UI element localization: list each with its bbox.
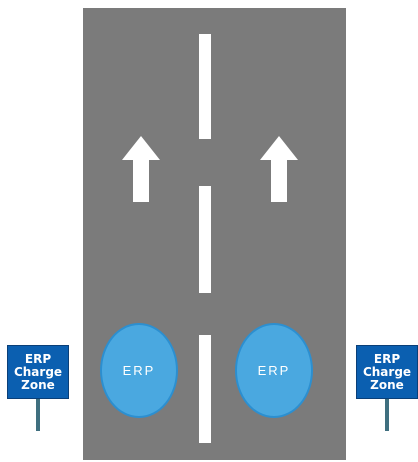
sign-post <box>36 399 40 431</box>
sign-post <box>385 399 389 431</box>
erp-pad-label: ERP <box>122 363 156 378</box>
lane-divider-segment <box>199 186 211 293</box>
sign-board: ERP Charge Zone <box>7 345 69 399</box>
up-arrow-icon <box>122 136 160 202</box>
sign-board: ERP Charge Zone <box>356 345 418 399</box>
sign-text-line: ERP <box>24 351 52 366</box>
sign-text-line: Charge <box>362 364 412 379</box>
erp-pad-label: ERP <box>257 363 291 378</box>
up-arrow-icon <box>260 136 298 202</box>
erp-gantry-pad-right: ERP <box>235 323 313 418</box>
erp-charge-zone-sign-right: ERP Charge Zone <box>356 345 418 431</box>
sign-text-line: Zone <box>21 377 55 392</box>
sign-text-line: Zone <box>370 377 404 392</box>
lane-divider-segment <box>199 335 211 443</box>
erp-gantry-pad-left: ERP <box>100 323 178 418</box>
lane-divider-segment <box>199 34 211 139</box>
sign-text-line: ERP <box>373 351 401 366</box>
sign-text-line: Charge <box>13 364 63 379</box>
erp-charge-zone-sign-left: ERP Charge Zone <box>7 345 71 431</box>
